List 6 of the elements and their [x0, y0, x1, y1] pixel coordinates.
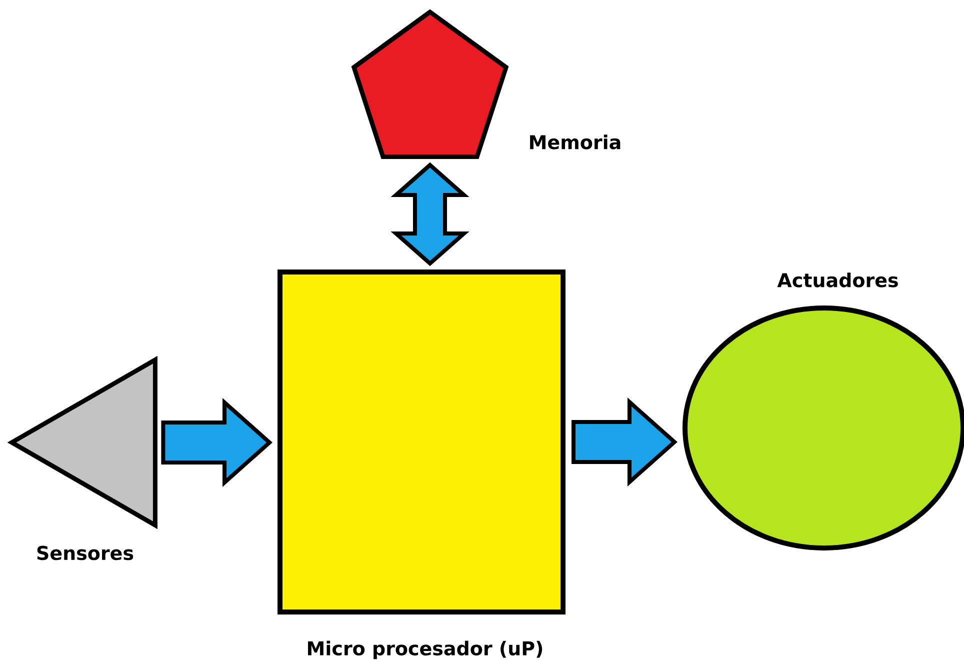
node-label: Actuadores — [777, 272, 898, 288]
node-label: Sensores — [37, 546, 134, 560]
node-label: Memoria — [530, 134, 620, 150]
node-label: Micro procesador (uP) — [308, 640, 542, 660]
block-arrow — [161, 398, 273, 487]
block-arrow — [572, 398, 678, 486]
